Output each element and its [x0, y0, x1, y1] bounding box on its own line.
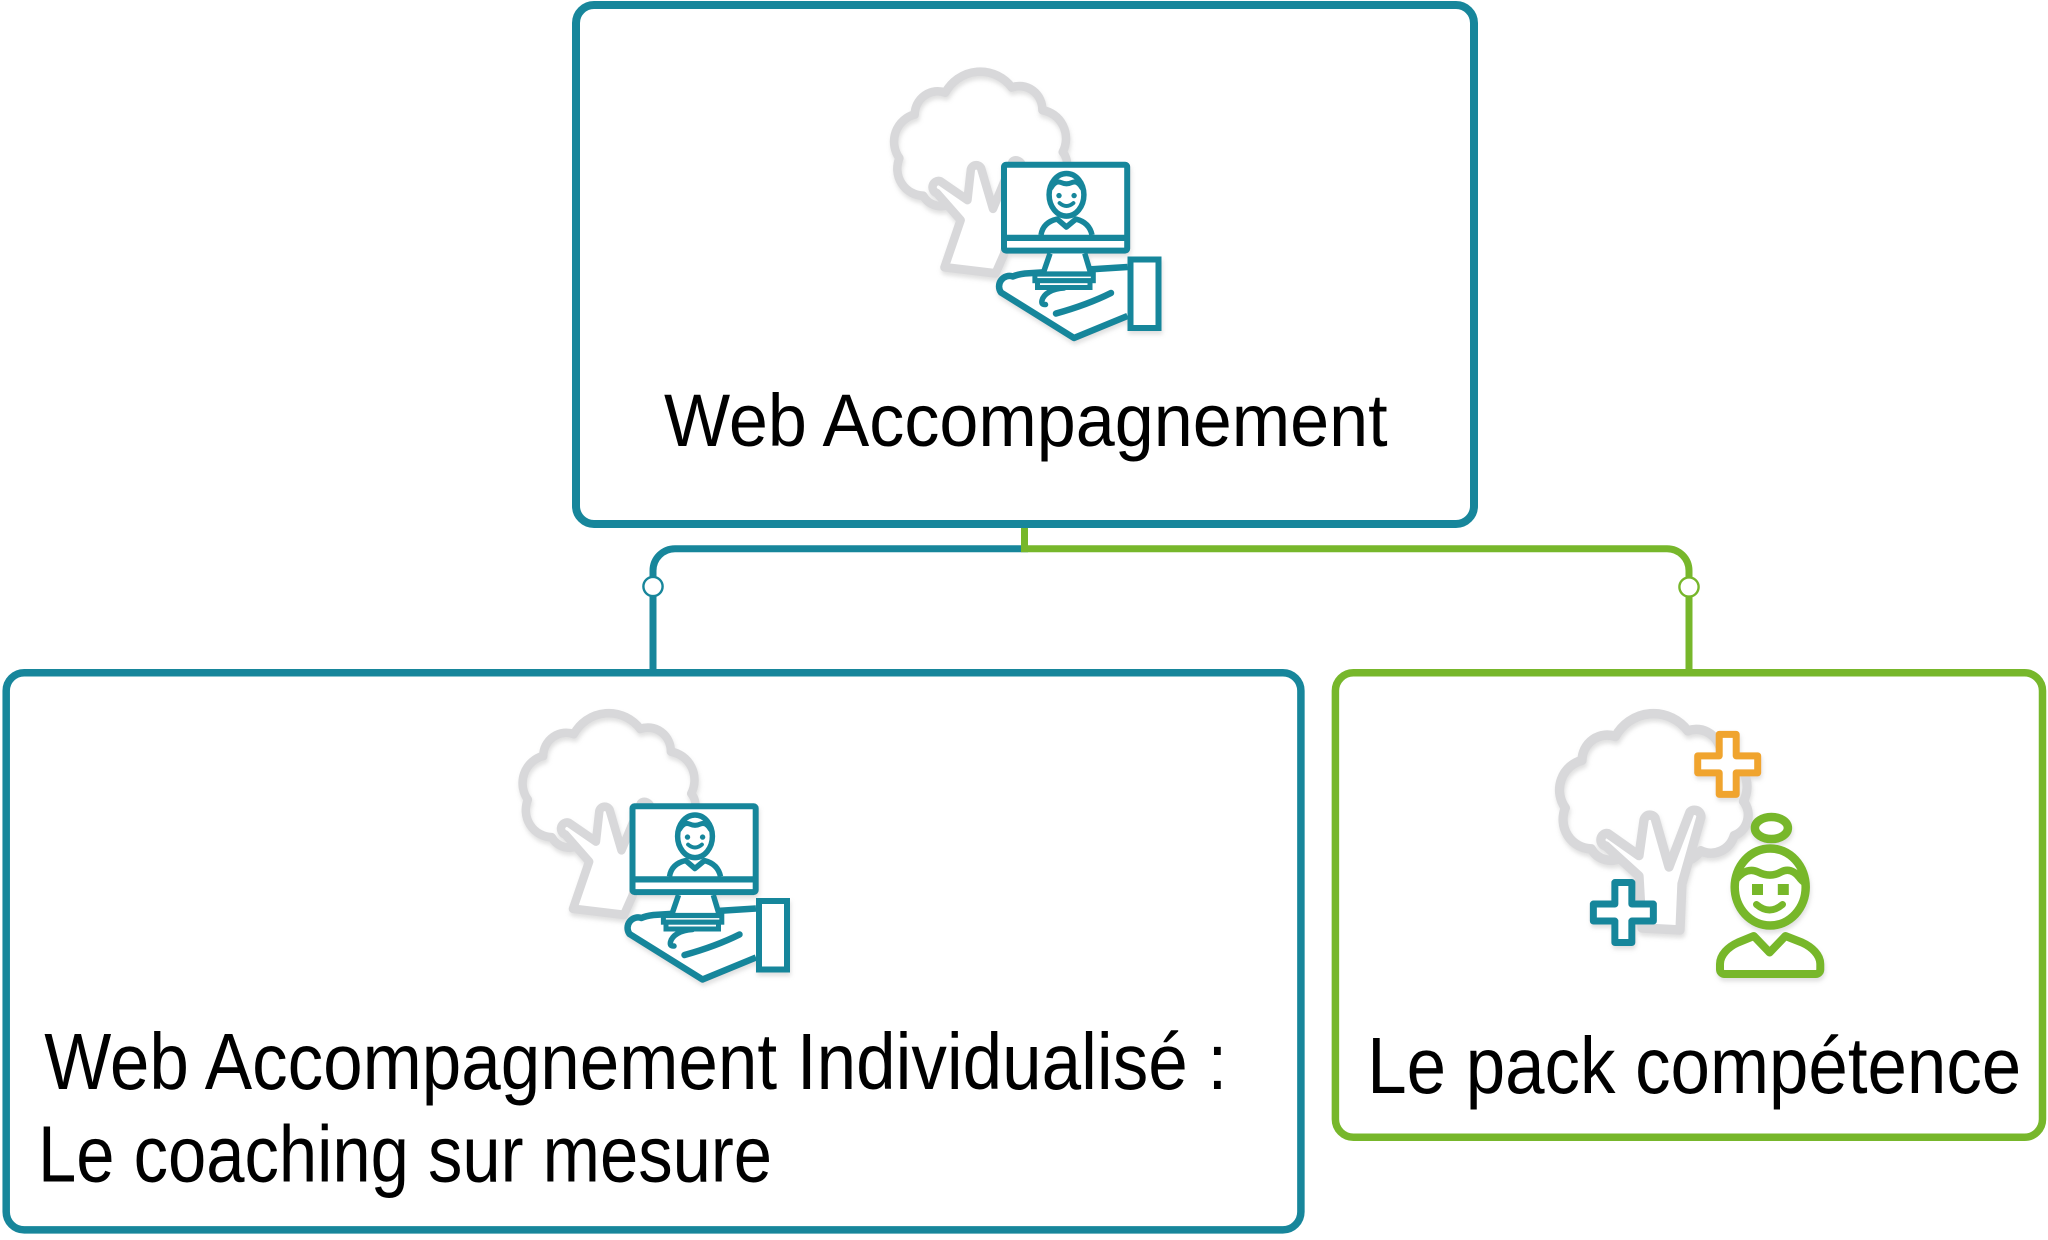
svg-text:Le pack compétence: Le pack compétence — [1367, 1021, 2021, 1110]
svg-text:Le coaching sur mesure: Le coaching sur mesure — [38, 1109, 772, 1198]
svg-text:Web Accompagnement Individuali: Web Accompagnement Individualisé : — [44, 1017, 1227, 1106]
svg-text:Web Accompagnement: Web Accompagnement — [664, 379, 1388, 462]
